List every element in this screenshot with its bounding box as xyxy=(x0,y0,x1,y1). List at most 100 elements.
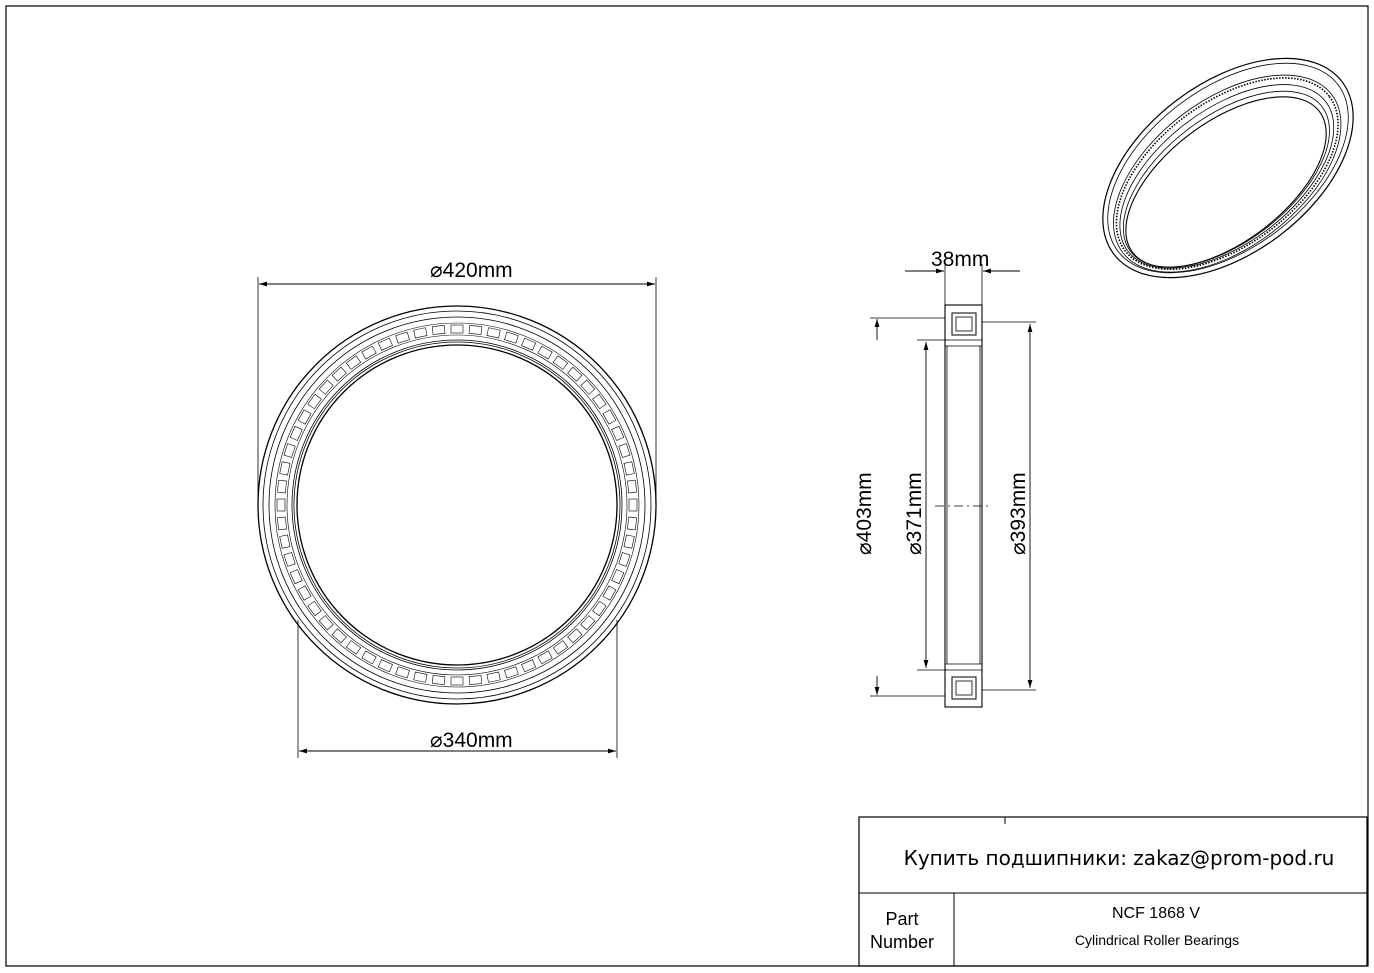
roller xyxy=(602,409,617,425)
roller xyxy=(627,516,637,531)
roller xyxy=(611,569,625,585)
dim-393: ⌀393mm xyxy=(982,321,1036,691)
roller xyxy=(623,461,635,476)
roller-pitch-inner xyxy=(286,334,628,676)
roller xyxy=(395,666,410,679)
svg-text:⌀340mm: ⌀340mm xyxy=(430,729,513,752)
roller xyxy=(468,325,483,335)
roller xyxy=(289,425,303,441)
roller xyxy=(567,366,583,382)
d371-label: 371mm xyxy=(903,472,926,542)
roller xyxy=(537,650,553,665)
roller-set xyxy=(276,324,638,686)
part-number: NCF 1868 V xyxy=(1112,905,1200,922)
roller xyxy=(504,666,519,679)
isometric-view xyxy=(1102,57,1354,279)
roller xyxy=(318,615,334,631)
dim-width: 38mm xyxy=(905,248,1020,305)
roller xyxy=(580,379,596,395)
roller xyxy=(331,366,347,382)
roller xyxy=(395,331,410,344)
part-label: Part xyxy=(885,909,918,929)
roller xyxy=(377,337,393,351)
outer-ring-edge xyxy=(257,305,657,705)
diameter-symbol: ⌀ xyxy=(430,729,443,752)
roller xyxy=(277,479,287,494)
roller xyxy=(486,327,501,339)
roller xyxy=(297,409,312,425)
dim-403: ⌀403mm xyxy=(853,317,945,697)
roller xyxy=(486,671,501,683)
roller xyxy=(618,552,631,567)
roller xyxy=(377,659,393,673)
roller xyxy=(289,569,303,585)
roller xyxy=(602,585,617,601)
roller xyxy=(413,671,428,683)
roller xyxy=(283,443,296,458)
roller xyxy=(521,337,537,351)
roller xyxy=(450,324,464,334)
roller xyxy=(468,675,483,685)
roller-section-bottom xyxy=(951,676,977,700)
svg-text:⌀393mm: ⌀393mm xyxy=(1007,472,1030,555)
roller xyxy=(331,628,347,644)
roller xyxy=(413,327,428,339)
part-type: Cylindrical Roller Bearings xyxy=(1075,932,1239,948)
roller xyxy=(567,628,583,644)
roller-pitch-outer xyxy=(274,322,640,688)
roller xyxy=(592,600,607,617)
roller xyxy=(618,443,631,458)
roller xyxy=(611,425,625,441)
roller xyxy=(277,516,287,531)
roller xyxy=(504,331,519,344)
dim-bore-diameter: ⌀340mm xyxy=(297,620,618,758)
roller xyxy=(361,650,377,665)
buy-contact-text: Купить подшипники: zakaz@prom-pod.ru xyxy=(904,846,1335,870)
roller xyxy=(279,534,291,549)
roller xyxy=(297,585,312,601)
dim-371: ⌀371mm xyxy=(903,339,947,671)
roller-section-bottom-inner xyxy=(955,680,973,696)
diameter-symbol: ⌀ xyxy=(1007,542,1030,555)
title-block: Купить подшипники: zakaz@prom-pod.ru Par… xyxy=(858,816,1368,967)
sheet-border xyxy=(5,5,1369,967)
d393-label: 393mm xyxy=(1007,472,1030,542)
roller xyxy=(521,659,537,673)
roller xyxy=(580,615,596,631)
roller xyxy=(537,345,553,360)
section-view xyxy=(935,304,992,708)
outer-ring-inner-edge xyxy=(268,316,646,694)
roller-section-top xyxy=(951,312,977,336)
roller xyxy=(307,600,322,617)
outer-diameter-label: 420mm xyxy=(443,259,513,282)
diameter-symbol: ⌀ xyxy=(430,259,443,282)
roller xyxy=(450,676,464,686)
front-view xyxy=(257,305,657,705)
number-label: Number xyxy=(870,932,934,952)
roller xyxy=(361,345,377,360)
diameter-symbol: ⌀ xyxy=(903,542,926,555)
outer-ring-chamfer xyxy=(262,310,652,700)
roller xyxy=(628,498,638,512)
roller xyxy=(283,552,296,567)
roller xyxy=(307,393,322,410)
roller xyxy=(623,534,635,549)
svg-text:⌀371mm: ⌀371mm xyxy=(903,472,926,555)
d403-label: 403mm xyxy=(853,472,876,542)
bore-diameter-label: 340mm xyxy=(443,729,513,752)
roller xyxy=(552,355,569,370)
roller xyxy=(431,325,446,335)
inner-ring-chamfer xyxy=(293,341,621,669)
svg-text:⌀420mm: ⌀420mm xyxy=(430,259,513,282)
inner-ring-outer-edge xyxy=(291,339,623,671)
dim-outer-diameter: ⌀420mm xyxy=(257,259,657,505)
roller xyxy=(279,461,291,476)
roller xyxy=(431,675,446,685)
roller xyxy=(276,498,286,512)
roller xyxy=(627,479,637,494)
roller xyxy=(345,640,362,655)
roller xyxy=(552,640,569,655)
roller-section-top-inner xyxy=(955,316,973,332)
diameter-symbol: ⌀ xyxy=(853,542,876,555)
